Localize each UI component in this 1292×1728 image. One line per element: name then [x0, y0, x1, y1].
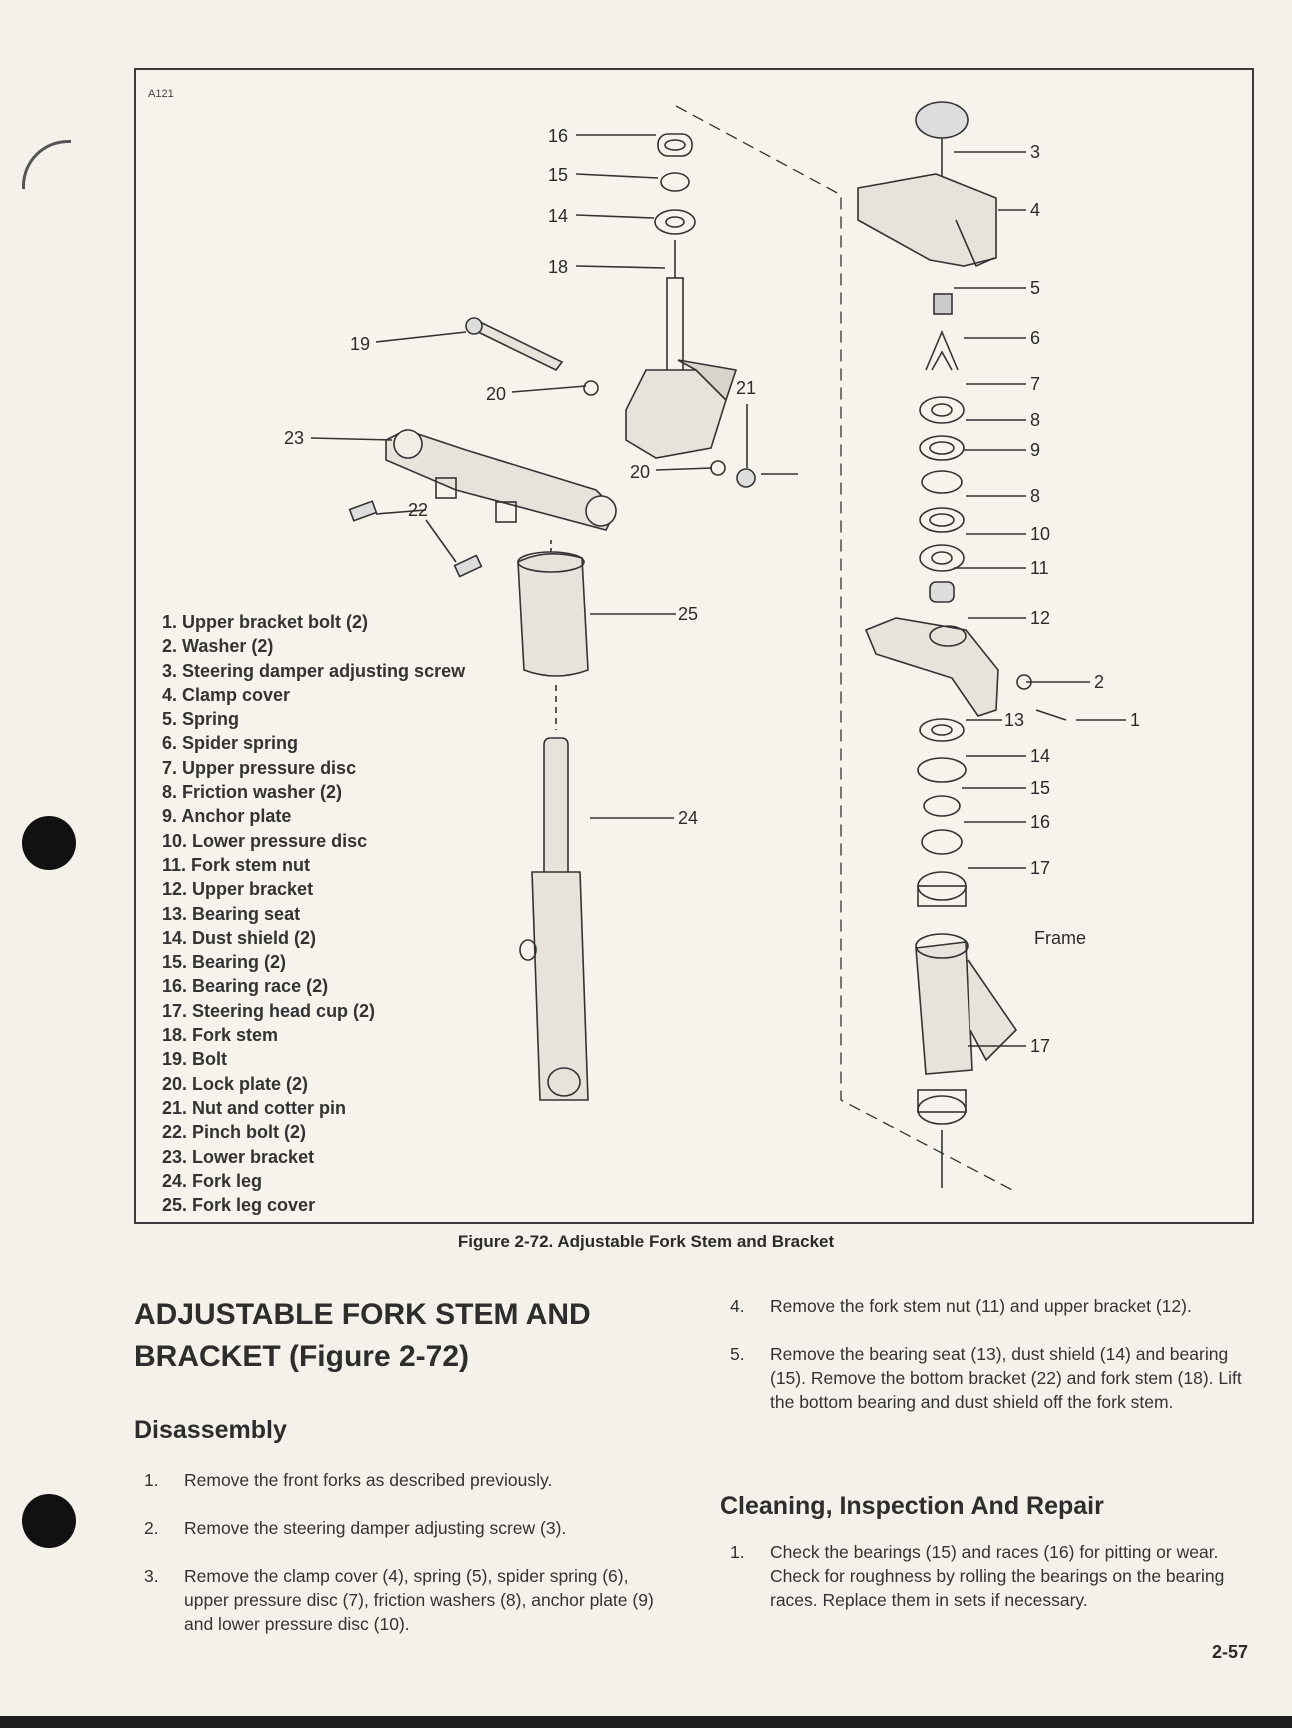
legend-item: 21. Nut and cotter pin — [162, 1097, 347, 1118]
page-corner-mark — [22, 140, 71, 189]
binder-hole-bottom — [22, 1494, 76, 1548]
legend-item: 24. Fork leg — [162, 1170, 263, 1191]
callout-15-bottom: 15 — [1030, 778, 1050, 798]
callout-2: 2 — [1094, 672, 1104, 692]
page-number: 2-57 — [1212, 1642, 1249, 1662]
legend-item: 14. Dust shield (2) — [162, 927, 317, 948]
legend-item: 10. Lower pressure disc — [162, 830, 368, 851]
callout-10: 10 — [1030, 524, 1050, 544]
legend-item: 15. Bearing (2) — [162, 952, 287, 973]
legend-item: 25. Fork leg cover — [162, 1195, 316, 1216]
legend-item: 23. Lower bracket — [162, 1146, 315, 1167]
legend-item: 18. Fork stem — [162, 1025, 279, 1046]
callout-1: 1 — [1130, 710, 1140, 730]
list-item: 2. Remove the steering damper adjusting s… — [134, 1516, 672, 1540]
step-number: 1. — [730, 1542, 745, 1562]
callout-14-bottom: 14 — [1030, 746, 1050, 766]
legend-item: 12. Upper bracket — [162, 879, 314, 900]
figure-caption: Figure 2-72. Adjustable Fork Stem and Br… — [457, 1232, 835, 1251]
disassembly-steps-right: 4. Remove the fork stem nut (11) and uppe… — [720, 1294, 1252, 1438]
callout-13: 13 — [1004, 710, 1024, 730]
step-number: 4. — [730, 1296, 745, 1316]
step-text: Remove the fork stem nut (11) and upper … — [770, 1296, 1192, 1316]
callout-19: 19 — [350, 334, 370, 354]
callout-16-top: 16 — [548, 126, 568, 146]
legend-item: 2. Washer (2) — [162, 636, 274, 657]
legend-item: 6. Spider spring — [162, 733, 299, 754]
callout-15-top: 15 — [548, 165, 568, 185]
legend-item: 13. Bearing seat — [162, 903, 301, 924]
step-number: 1. — [144, 1470, 159, 1490]
step-text: Remove the bearing seat (13), dust shiel… — [770, 1344, 1242, 1412]
legend-item: 11. Fork stem nut — [162, 854, 311, 875]
list-item: 5. Remove the bearing seat (13), dust shi… — [720, 1342, 1252, 1414]
disassembly-steps-left: 1. Remove the front forks as described pr… — [134, 1468, 672, 1660]
callout-18: 18 — [548, 257, 568, 277]
legend-item: 1. Upper bracket bolt (2) — [162, 612, 369, 632]
cleaning-heading: Cleaning, Inspection And Repair — [720, 1492, 1104, 1520]
callout-17-lower: 17 — [1030, 1036, 1050, 1056]
step-number: 5. — [730, 1344, 745, 1364]
figure-frame: A121 — [134, 68, 1254, 1224]
cleaning-steps: 1. Check the bearings (15) and races (16)… — [720, 1540, 1252, 1636]
exploded-diagram: 16 15 14 18 19 20 21 23 20 22 25 24 3 4 … — [284, 101, 1140, 1193]
callout-21: 21 — [736, 378, 756, 398]
callout-17-upper: 17 — [1030, 858, 1050, 878]
legend-item: 7. Upper pressure disc — [162, 757, 357, 778]
callout-5: 5 — [1030, 278, 1040, 298]
legend-item: 16. Bearing race (2) — [162, 976, 329, 997]
callout-7: 7 — [1030, 374, 1040, 394]
callout-16-bottom: 16 — [1030, 812, 1050, 832]
callout-12: 12 — [1030, 608, 1050, 628]
legend-item: 22. Pinch bolt (2) — [162, 1122, 307, 1143]
figure-id: A121 — [148, 88, 174, 100]
step-text: Remove the clamp cover (4), spring (5), … — [184, 1566, 654, 1634]
callout-23: 23 — [284, 428, 304, 448]
list-item: 3. Remove the clamp cover (4), spring (5)… — [134, 1564, 672, 1636]
section-title: ADJUSTABLE FORK STEM AND BRACKET (Figure… — [134, 1298, 591, 1373]
step-text: Remove the front forks as described prev… — [184, 1470, 553, 1490]
step-text: Check the bearings (15) and races (16) f… — [770, 1542, 1225, 1610]
list-item: 4. Remove the fork stem nut (11) and uppe… — [720, 1294, 1252, 1318]
disassembly-heading: Disassembly — [134, 1416, 287, 1444]
callout-24: 24 — [678, 808, 698, 828]
legend-item: 8. Friction washer (2) — [162, 782, 343, 803]
list-item: 1. Remove the front forks as described pr… — [134, 1468, 672, 1492]
callout-14-top: 14 — [548, 206, 568, 226]
step-number: 2. — [144, 1518, 159, 1538]
callout-22: 22 — [408, 500, 428, 520]
parts-legend: 1. Upper bracket bolt (2) 2. Washer (2) … — [162, 610, 465, 1217]
callout-25: 25 — [678, 604, 698, 624]
legend-item: 17. Steering head cup (2) — [162, 1000, 376, 1021]
legend-item: 4. Clamp cover — [162, 684, 291, 705]
callout-8-upper: 8 — [1030, 410, 1040, 430]
binder-hole-top — [22, 816, 76, 870]
callout-20-lower: 20 — [630, 462, 650, 482]
legend-item: 3. Steering damper adjusting screw — [162, 660, 466, 681]
callout-20-upper: 20 — [486, 384, 506, 404]
callout-9: 9 — [1030, 440, 1040, 460]
frame-label: Frame — [1034, 928, 1086, 948]
step-text: Remove the steering damper adjusting scr… — [184, 1518, 567, 1538]
legend-item: 20. Lock plate (2) — [162, 1073, 309, 1094]
legend-item: 9. Anchor plate — [162, 806, 292, 827]
step-number: 3. — [144, 1566, 159, 1586]
callout-3: 3 — [1030, 142, 1040, 162]
legend-item: 19. Bolt — [162, 1049, 228, 1070]
list-item: 1. Check the bearings (15) and races (16)… — [720, 1540, 1252, 1612]
page-bottom-edge — [0, 1716, 1292, 1728]
callout-6: 6 — [1030, 328, 1040, 348]
callout-8-lower: 8 — [1030, 486, 1040, 506]
callout-4: 4 — [1030, 200, 1040, 220]
callout-11: 11 — [1030, 558, 1049, 578]
legend-item: 5. Spring — [162, 709, 240, 730]
